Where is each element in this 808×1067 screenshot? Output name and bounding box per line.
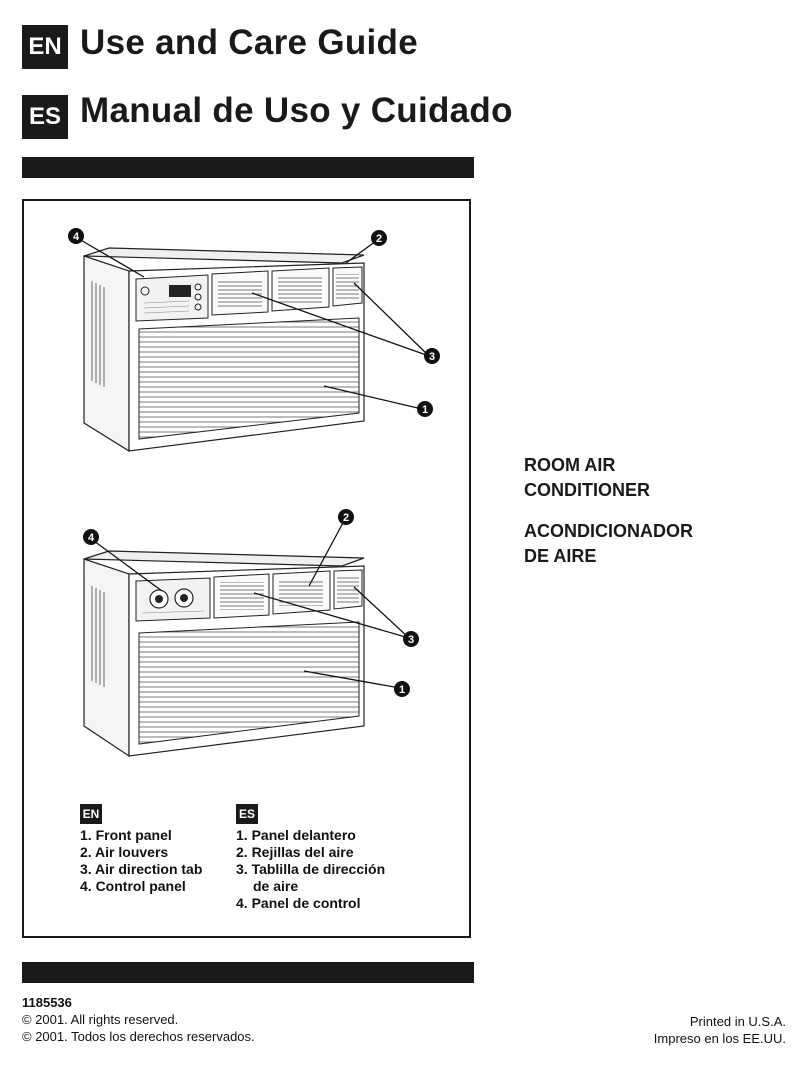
legend-spanish: 1. Panel delantero 2. Rejillas del aire … — [236, 827, 385, 912]
legend-es-badge: ES — [236, 804, 258, 824]
legend-en-badge: EN — [80, 804, 102, 824]
front-panel-grille — [138, 621, 360, 745]
illustration-frame: 4 2 3 1 — [22, 199, 471, 938]
legend-en-item-2: 2. Air louvers — [80, 844, 169, 860]
callout-front-panel-bottom: 1 — [394, 681, 410, 697]
en-language-badge: EN — [22, 25, 68, 69]
printed-in-es: Impreso en los EE.UU. — [653, 1031, 786, 1046]
legend-es-item-3: 3. Tablilla de dirección — [236, 861, 386, 877]
callout-control-panel-top: 4 — [68, 228, 84, 244]
svg-text:3: 3 — [408, 634, 414, 646]
printed-in-en: Printed in U.S.A. — [689, 1014, 786, 1029]
air-louvers — [211, 266, 363, 316]
svg-text:2: 2 — [343, 512, 349, 524]
copyright-es: © 2001. Todos los derechos reservados. — [22, 1029, 255, 1044]
side-vents — [91, 586, 105, 687]
product-title-spanish: ACONDICIONADOR DE AIRE — [524, 519, 693, 569]
top-air-conditioner: 4 2 3 1 — [68, 228, 440, 453]
legend-es-item-2: 2. Rejillas del aire — [236, 844, 354, 860]
legend-en-item-4: 4. Control panel — [80, 878, 186, 894]
product-title-en-line2: CONDITIONER — [524, 480, 650, 500]
digital-display — [169, 285, 191, 297]
copyright-en: © 2001. All rights reserved. — [22, 1012, 179, 1027]
spanish-title: Manual de Uso y Cuidado — [80, 91, 513, 130]
bottom-divider-bar — [22, 962, 474, 983]
control-panel — [135, 274, 209, 322]
callout-air-direction-tab-bottom: 3 — [403, 631, 419, 647]
front-panel-grille — [138, 317, 360, 440]
legend-es-item-4: 4. Panel de control — [236, 895, 361, 911]
side-vents — [91, 281, 105, 387]
svg-text:3: 3 — [429, 351, 435, 363]
svg-text:1: 1 — [422, 404, 428, 416]
english-title: Use and Care Guide — [80, 23, 419, 62]
side-panel — [83, 558, 130, 758]
air-conditioner-illustrations: 4 2 3 1 — [68, 228, 440, 758]
product-title-es-line1: ACONDICIONADOR — [524, 521, 693, 541]
legend-en-item-1: 1. Front panel — [80, 827, 172, 843]
footer-right: Printed in U.S.A. Impreso en los EE.UU. — [654, 1013, 786, 1047]
es-language-badge: ES — [22, 95, 68, 139]
product-title-es-line2: DE AIRE — [524, 546, 597, 566]
svg-text:2: 2 — [376, 233, 382, 245]
top-divider-bar — [22, 157, 474, 178]
svg-text:4: 4 — [88, 532, 95, 544]
legend-es-item-3-cont: de aire — [253, 878, 299, 894]
callout-air-direction-tab-top: 3 — [424, 348, 440, 364]
legend-en-item-3: 3. Air direction tab — [80, 861, 203, 877]
legend-es-item-1: 1. Panel delantero — [236, 827, 356, 843]
svg-text:1: 1 — [399, 684, 405, 696]
control-panel — [135, 577, 211, 622]
callout-control-panel-bottom: 4 — [83, 529, 99, 545]
callout-front-panel-top: 1 — [417, 401, 433, 417]
part-number: 1185536 — [22, 995, 72, 1010]
callout-air-louvers-bottom: 2 — [338, 509, 354, 525]
footer-left: 1185536 © 2001. All rights reserved. © 2… — [22, 994, 255, 1045]
legend-english: 1. Front panel 2. Air louvers 3. Air dir… — [80, 827, 202, 895]
callout-air-louvers-top: 2 — [371, 230, 387, 246]
product-title-en-line1: ROOM AIR — [524, 455, 616, 475]
product-title-english: ROOM AIR CONDITIONER — [524, 453, 650, 503]
bottom-air-conditioner: 4 2 3 1 — [83, 509, 419, 758]
svg-text:4: 4 — [73, 231, 80, 243]
